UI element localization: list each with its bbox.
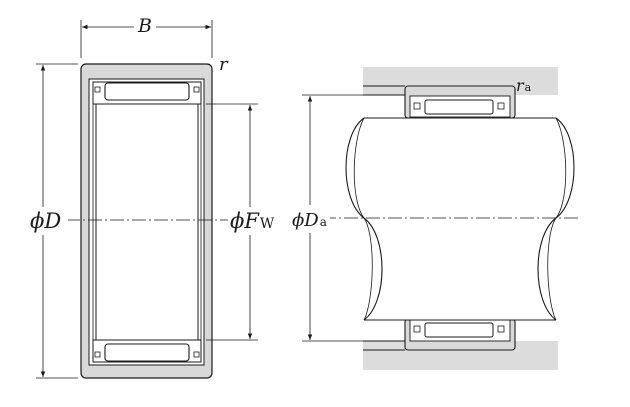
housing-diameter-label: ϕDa — [292, 210, 327, 231]
outer-diameter-label: ϕD — [30, 209, 61, 233]
chamfer-label: r — [219, 54, 229, 75]
mounted-assembly-view: ra ϕDa — [290, 67, 578, 370]
mounted-top-bearing — [404, 85, 516, 119]
bearing-section-view: B r ϕD ϕFW — [28, 15, 276, 379]
bearing-bore — [88, 78, 205, 366]
top-roller-assembly — [92, 81, 202, 105]
top-roller — [104, 82, 190, 101]
width-label: B — [137, 15, 152, 37]
housing-chamfer-label: ra — [516, 76, 532, 95]
bottom-roller-assembly — [92, 339, 202, 363]
mounted-bottom-bearing — [404, 318, 516, 351]
shaft — [345, 117, 575, 321]
roller-diameter-label: ϕFW — [230, 209, 275, 233]
bottom-roller — [104, 343, 190, 362]
